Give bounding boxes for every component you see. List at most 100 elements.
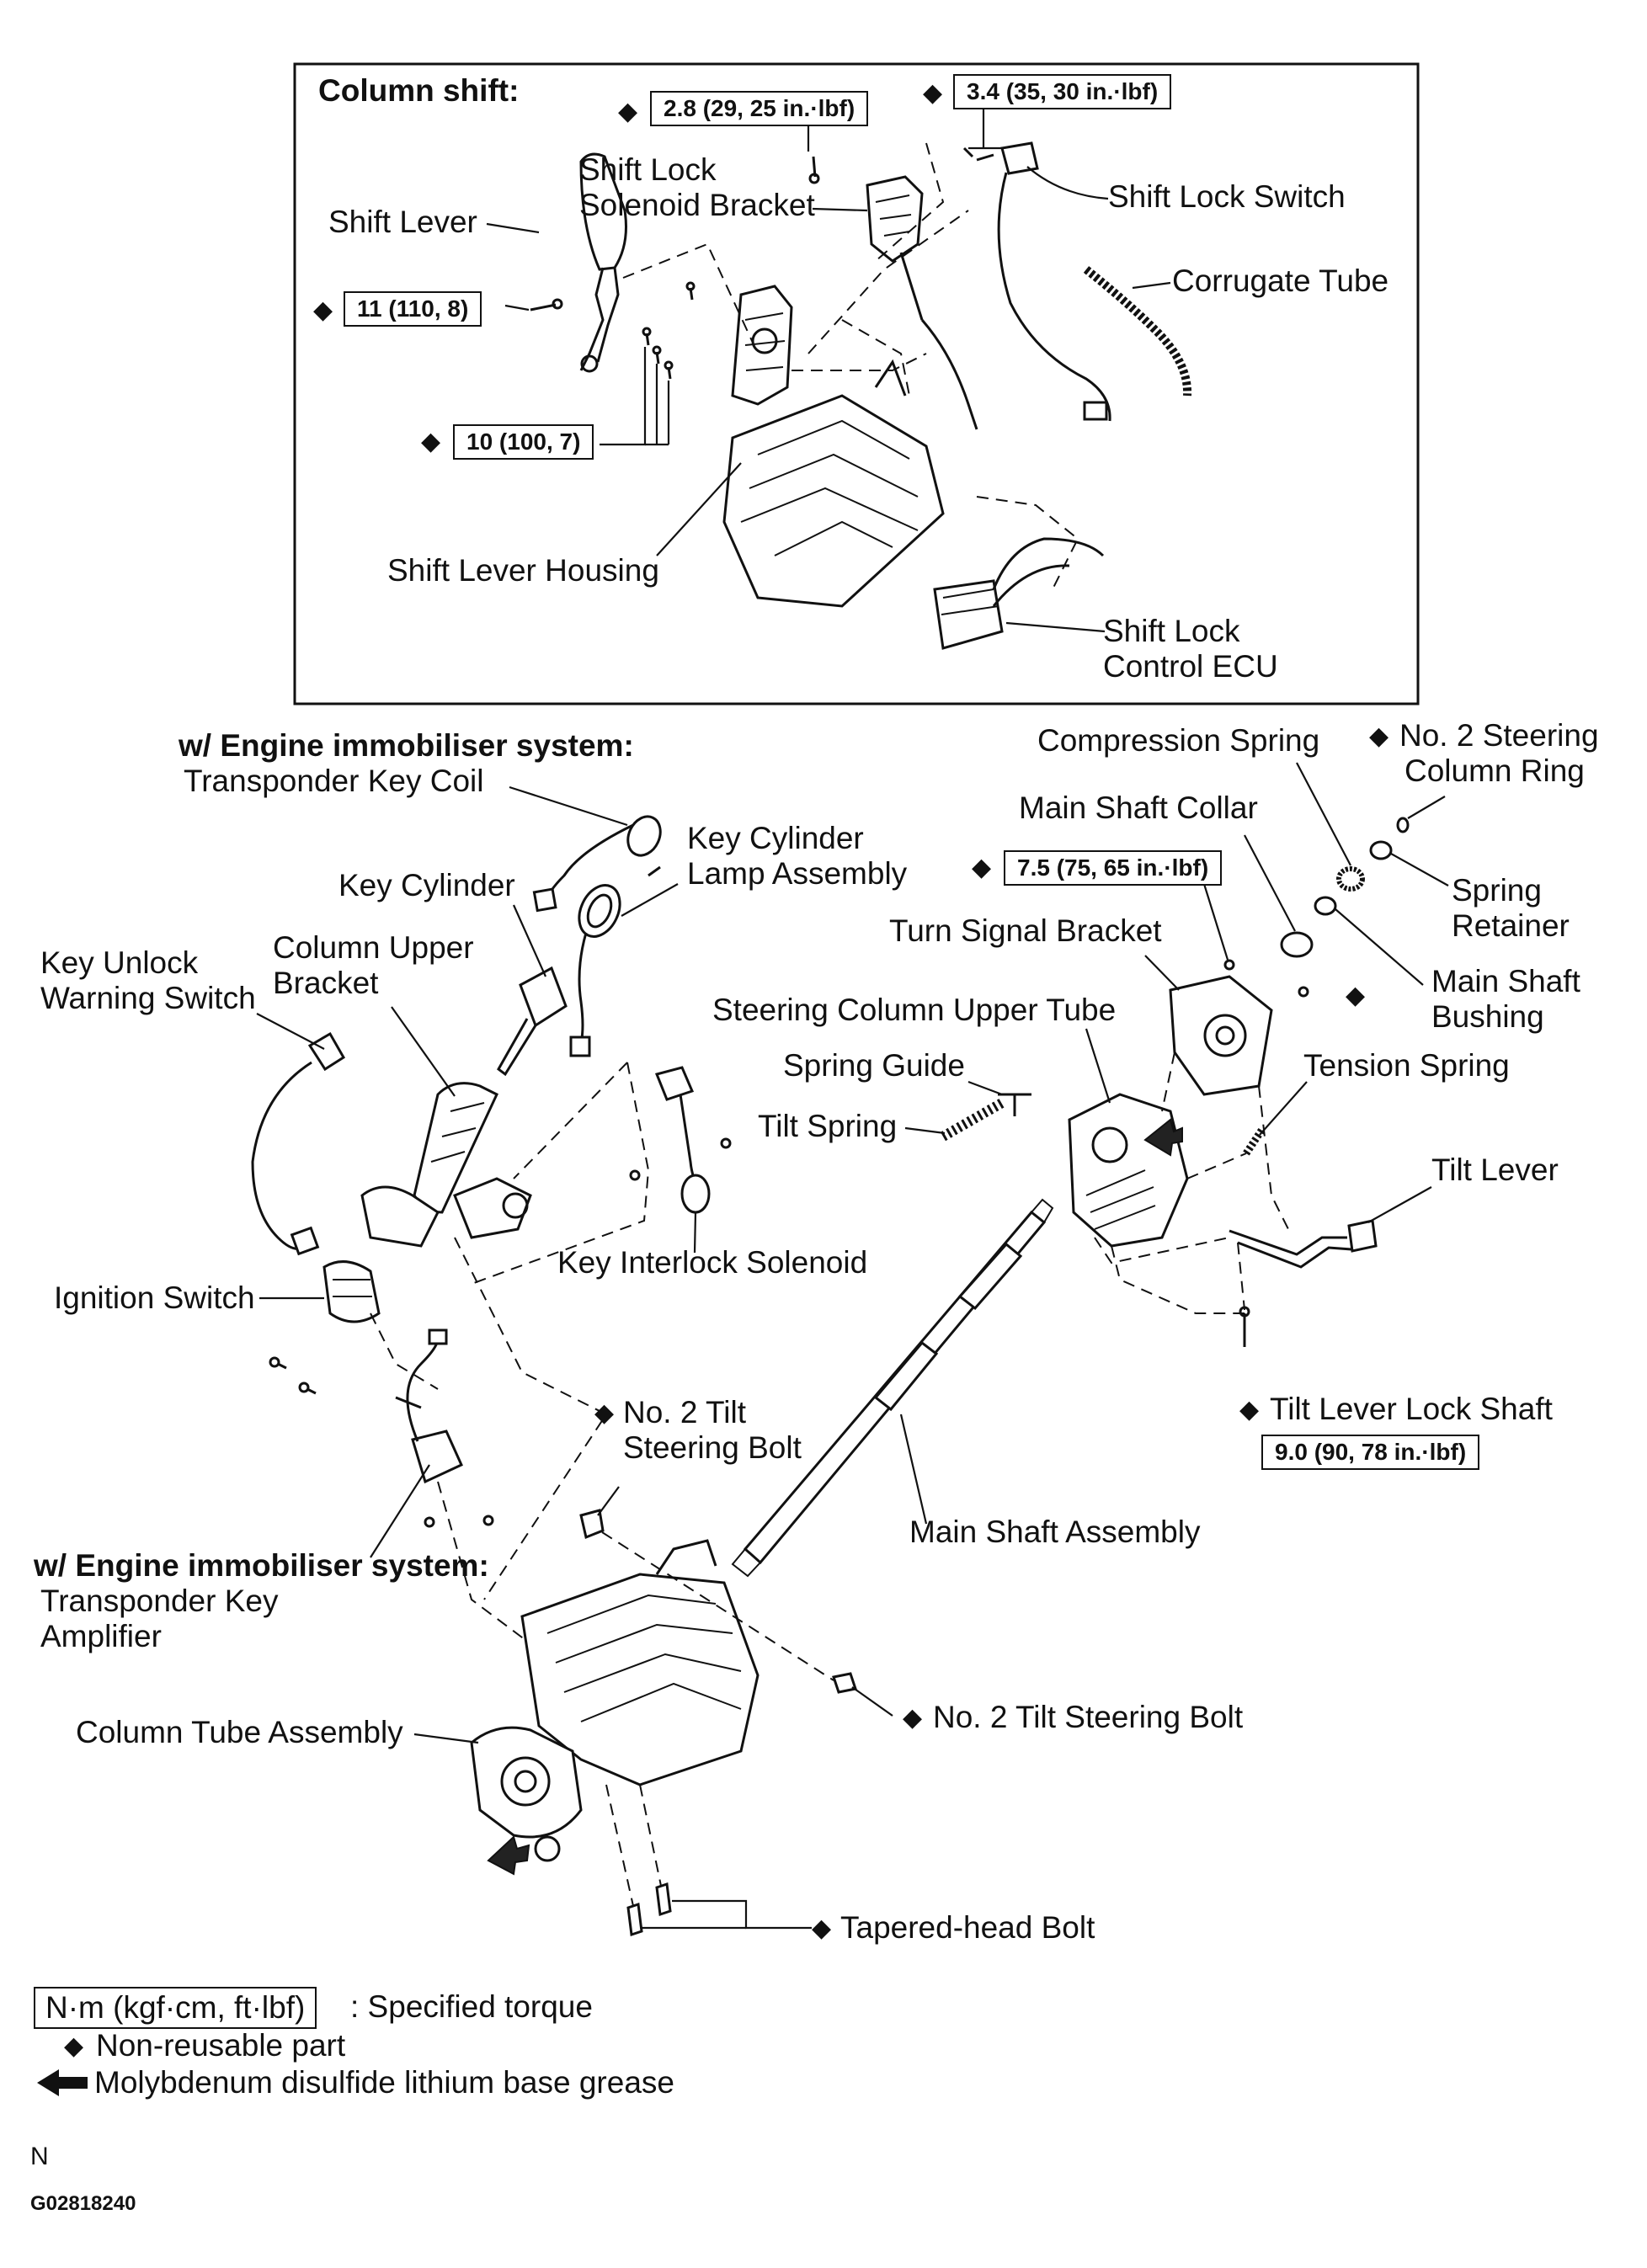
footer-code-n: N <box>30 2143 49 2170</box>
leader-bushing <box>1335 908 1424 986</box>
leader-compression <box>1296 762 1351 866</box>
column-upper-bracket-part <box>360 1082 532 1248</box>
tension-spring-part <box>1243 1126 1266 1156</box>
label-column-tube: Column Tube Assembly <box>76 1715 403 1749</box>
column-ring-part <box>1396 817 1410 833</box>
legend-torque-box: N·m (kgf·cm, ft·lbf) <box>34 1987 317 2029</box>
leader-spring-guide <box>967 1080 1003 1096</box>
spring-guide-part <box>998 1093 1031 1116</box>
spring-retainer-part <box>1369 840 1393 860</box>
grease-arrow-icon <box>37 2069 88 2096</box>
leader-tapered <box>672 1899 812 1930</box>
torque-lock-switch: 3.4 (35, 30 in.·lbf) <box>953 74 1172 109</box>
leader-upper-bracket <box>391 1006 456 1097</box>
legend-non-reusable: Non-reusable part <box>96 2028 346 2063</box>
leader-shift-lever <box>486 222 540 234</box>
leader-tension <box>1259 1081 1308 1136</box>
transponder-key-coil-part <box>532 815 662 913</box>
tilt-spring-part <box>941 1098 1005 1142</box>
label-amplifier-1: Transponder Key <box>40 1584 279 1618</box>
diamond-icon: ◆ <box>64 2032 84 2060</box>
label-retainer-2: Retainer <box>1452 908 1570 943</box>
label-amplifier-2: Amplifier <box>40 1619 162 1653</box>
column-tube-assembly-part <box>470 1539 760 1862</box>
label-solenoid-bracket-1: Shift Lock <box>579 152 717 187</box>
leader-retainer <box>1390 853 1449 886</box>
label-corrugate-tube: Corrugate Tube <box>1172 264 1389 298</box>
leader-upper-tube <box>1085 1028 1111 1104</box>
label-no2-tilt-lower: No. 2 Tilt Steering Bolt <box>933 1700 1244 1734</box>
torque-housing: 10 (100, 7) <box>453 424 594 460</box>
leader-turn-signal <box>1144 955 1180 991</box>
label-upper-tube: Steering Column Upper Tube <box>712 993 1117 1027</box>
label-tilt-spring: Tilt Spring <box>758 1109 898 1143</box>
label-spring-guide: Spring Guide <box>783 1048 965 1083</box>
main-shaft-bushing-part <box>1314 896 1337 916</box>
label-shift-lock-ecu-2: Control ECU <box>1103 649 1278 684</box>
turn-signal-bracket-part <box>1169 975 1273 1096</box>
no2-tilt-bolt-upper-part <box>579 1509 605 1540</box>
leader-main-shaft <box>899 1414 928 1525</box>
label-no2-tilt-upper-2: Steering Bolt <box>623 1430 802 1465</box>
label-tilt-lock-shaft: Tilt Lever Lock Shaft <box>1270 1392 1553 1426</box>
key-cylinder-lamp-part <box>569 884 621 1057</box>
label-no2-tilt-upper-1: No. 2 Tilt <box>623 1395 746 1429</box>
leader-collar <box>1244 834 1296 932</box>
footer-figure-id: G02818240 <box>30 2192 136 2215</box>
leader-no2-upper <box>597 1486 620 1516</box>
diamond-icon: ◆ <box>923 79 943 107</box>
shift-lever-housing-part <box>722 359 945 608</box>
leader-torque-75 <box>1202 883 1229 961</box>
diamond-icon: ◆ <box>903 1704 923 1732</box>
diamond-icon: ◆ <box>1369 722 1389 750</box>
leader-solenoid-bracket <box>812 207 868 212</box>
label-ring-2: Column Ring <box>1404 753 1585 788</box>
leader-tilt-lever <box>1367 1186 1432 1223</box>
leader-column-tube <box>413 1733 479 1744</box>
housing-bolts <box>600 281 696 446</box>
label-retainer-1: Spring <box>1452 873 1542 908</box>
label-tilt-lever: Tilt Lever <box>1431 1153 1559 1187</box>
label-compression-spring: Compression Spring <box>1037 723 1320 758</box>
leader-tilt-spring <box>904 1126 946 1135</box>
label-upper-bracket-1: Column Upper <box>273 930 474 965</box>
compression-spring-part <box>1336 866 1365 892</box>
label-collar: Main Shaft Collar <box>1019 791 1258 825</box>
tapered-bolts-part <box>626 1882 672 1937</box>
leader-interlock <box>693 1211 697 1254</box>
legend-torque-desc: : Specified torque <box>350 1989 593 2024</box>
leader-unlock <box>256 1013 325 1050</box>
label-tapered-bolt: Tapered-head Bolt <box>840 1910 1095 1945</box>
label-key-interlock-solenoid: Key Interlock Solenoid <box>557 1245 868 1280</box>
label-tension-spring: Tension Spring <box>1303 1048 1510 1083</box>
label-key-cylinder: Key Cylinder <box>338 868 515 902</box>
immobiliser-heading-top: w/ Engine immobiliser system: <box>179 728 634 763</box>
transponder-key-amplifier-part <box>395 1328 494 1528</box>
shift-lock-switch-part <box>962 141 1111 422</box>
torque-solenoid-bracket: 2.8 (29, 25 in.·lbf) <box>650 91 869 126</box>
leader-lock-switch <box>1026 166 1109 200</box>
label-key-unlock-2: Warning Switch <box>40 981 256 1015</box>
diamond-icon: ◆ <box>313 296 333 324</box>
diamond-icon: ◆ <box>812 1914 832 1942</box>
label-shift-lock-ecu-1: Shift Lock <box>1103 614 1240 648</box>
main-shaft-assembly-part <box>731 1198 1054 1578</box>
key-cylinder-part <box>497 966 568 1077</box>
grease-arrow-lower <box>487 1835 530 1876</box>
label-ignition-switch: Ignition Switch <box>54 1280 255 1315</box>
leader-housing <box>656 462 742 556</box>
key-interlock-solenoid-part <box>629 1066 732 1214</box>
label-transponder-key-coil: Transponder Key Coil <box>184 764 484 798</box>
diamond-icon: ◆ <box>1239 1396 1260 1424</box>
immobiliser-heading-bottom: w/ Engine immobiliser system: <box>34 1548 489 1583</box>
tilt-lever-part <box>1229 1219 1378 1269</box>
label-main-shaft: Main Shaft Assembly <box>909 1515 1201 1549</box>
shift-lock-solenoid-bracket-part <box>866 175 978 430</box>
shift-lock-mechanism-part <box>731 285 793 406</box>
torque-turn-signal: 7.5 (75, 65 in.·lbf) <box>1004 850 1223 886</box>
diamond-icon: ◆ <box>1346 982 1366 1009</box>
label-turn-signal: Turn Signal Bracket <box>889 913 1162 948</box>
solenoid-bracket-bolt <box>808 156 820 184</box>
leader-lamp <box>621 883 679 917</box>
